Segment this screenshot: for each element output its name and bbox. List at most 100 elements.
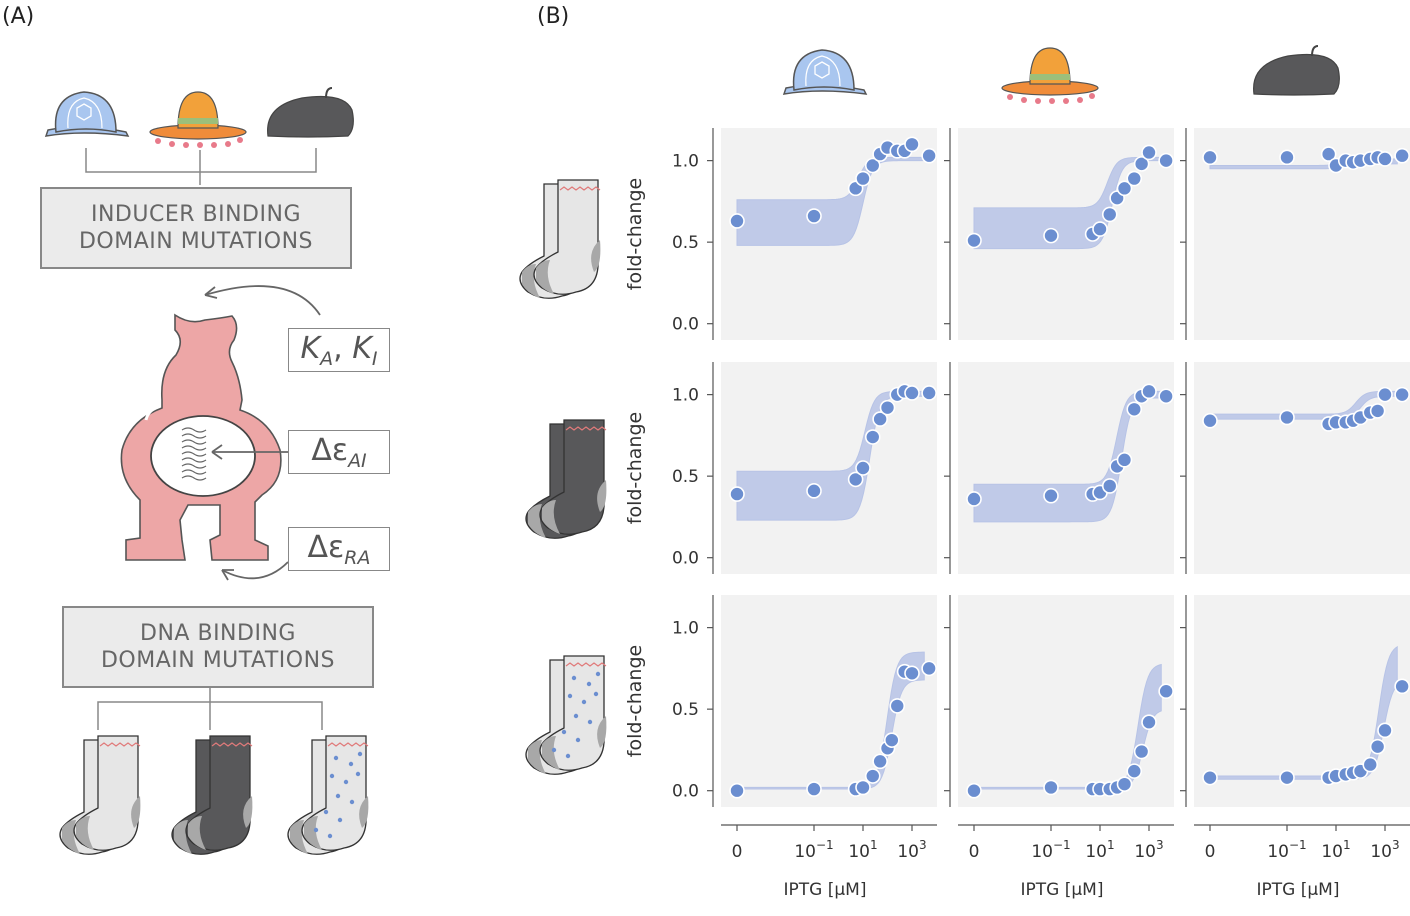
data-point [1043, 779, 1059, 796]
data-point [1133, 156, 1150, 172]
data-point [1362, 756, 1379, 773]
x-axis-label: IPTG [µM] [1257, 880, 1340, 900]
x-tick-label: 101 [1085, 838, 1114, 862]
x-tick-label: 0 [1205, 842, 1216, 862]
x-tick-label: 0 [969, 842, 980, 862]
y-tick-label: 0.0 [672, 549, 699, 569]
repressor-icon [120, 313, 282, 561]
x-tick-label: 101 [1321, 838, 1350, 862]
data-point [1377, 386, 1393, 403]
data-point [1141, 714, 1157, 730]
data-point [966, 232, 982, 249]
x-axis-label: IPTG [µM] [1021, 880, 1104, 900]
data-point [855, 460, 871, 476]
data-point [1158, 152, 1174, 169]
data-point [1377, 151, 1393, 167]
dna-mutations-box: DNA BINDING DOMAIN MUTATIONS [62, 606, 374, 688]
x-tick-label: 103 [1370, 838, 1399, 862]
data-point [1116, 776, 1133, 792]
row-icon-light-sock [519, 179, 602, 299]
inducer-box-line2: DOMAIN MUTATIONS [78, 229, 314, 254]
data-point [855, 779, 871, 796]
param-ka-sub: A [320, 348, 334, 370]
data-point [729, 213, 745, 229]
data-point [1158, 683, 1174, 700]
data-point [921, 385, 937, 401]
data-point [966, 782, 982, 799]
panel-b-label: (B) [537, 4, 570, 29]
param-ka-ki: KA, KI [288, 328, 390, 372]
param-ra-main: Δε [307, 530, 345, 565]
param-sep: , [333, 331, 353, 366]
y-axis-label: fold-change [624, 645, 646, 757]
inducer-mutations-box: INDUCER BINDING DOMAIN MUTATIONS [40, 187, 352, 269]
param-ai-sub: AI [348, 450, 367, 472]
data-point [1279, 769, 1295, 786]
data-point [1126, 763, 1143, 779]
dna-box-line1: DNA BINDING [140, 621, 296, 646]
param-ai-main: Δε [311, 433, 349, 468]
dotted-sock-icon [287, 735, 369, 855]
panel-r0-c1 [944, 128, 1174, 340]
data-point [966, 491, 982, 507]
data-point [904, 136, 920, 153]
data-point [1141, 383, 1157, 400]
data-point [1043, 227, 1059, 244]
column-icon-beret [1252, 45, 1341, 96]
y-tick-label: 1.0 [672, 386, 699, 406]
data-point [1202, 149, 1218, 166]
data-point [1092, 221, 1108, 237]
column-icon-blue-cap [783, 49, 867, 95]
data-point [864, 157, 881, 174]
param-ka-main: K [300, 331, 321, 366]
data-point [1043, 487, 1059, 504]
data-point [889, 698, 906, 714]
x-tick-label: 103 [1134, 838, 1163, 862]
x-tick-label: 10−1 [1031, 838, 1070, 862]
x-tick-label: 10−1 [794, 838, 833, 862]
data-point [1116, 452, 1133, 468]
param-ki-main: K [352, 331, 372, 366]
data-point [806, 208, 822, 224]
data-point [806, 483, 822, 499]
panel-a-label: (A) [2, 4, 35, 29]
data-point [806, 781, 822, 797]
x-tick-label: 103 [897, 838, 926, 862]
panel-background [721, 595, 937, 807]
panel-a-schematic [45, 87, 369, 855]
x-tick-label: 0 [732, 842, 743, 862]
data-point [1279, 149, 1295, 166]
data-point [921, 147, 937, 164]
data-point [879, 399, 896, 416]
row-icon-dark-sock [525, 419, 607, 539]
data-point [1101, 206, 1118, 223]
data-point [921, 660, 937, 677]
data-point [1126, 170, 1143, 187]
data-point [1133, 743, 1150, 760]
data-point [904, 665, 920, 682]
data-point [1394, 147, 1410, 164]
x-axis-label: IPTG [µM] [784, 880, 867, 900]
data-point [1394, 678, 1410, 695]
y-tick-label: 0.0 [672, 315, 699, 335]
param-ki-sub: I [371, 348, 378, 370]
panel-background [958, 595, 1174, 807]
y-tick-label: 0.0 [672, 782, 699, 802]
y-tick-label: 1.0 [672, 152, 699, 172]
panel-r1-c1 [944, 362, 1174, 574]
data-point [872, 411, 888, 427]
inducer-box-line1: INDUCER BINDING [90, 202, 301, 227]
data-point [1202, 412, 1218, 429]
data-point [864, 429, 881, 445]
data-point [855, 170, 871, 187]
y-axis-label: fold-change [624, 412, 646, 524]
y-axis-label: fold-change [624, 178, 646, 290]
data-point [864, 768, 881, 784]
data-point [729, 486, 745, 502]
data-point [1101, 478, 1118, 494]
data-point [872, 753, 888, 770]
